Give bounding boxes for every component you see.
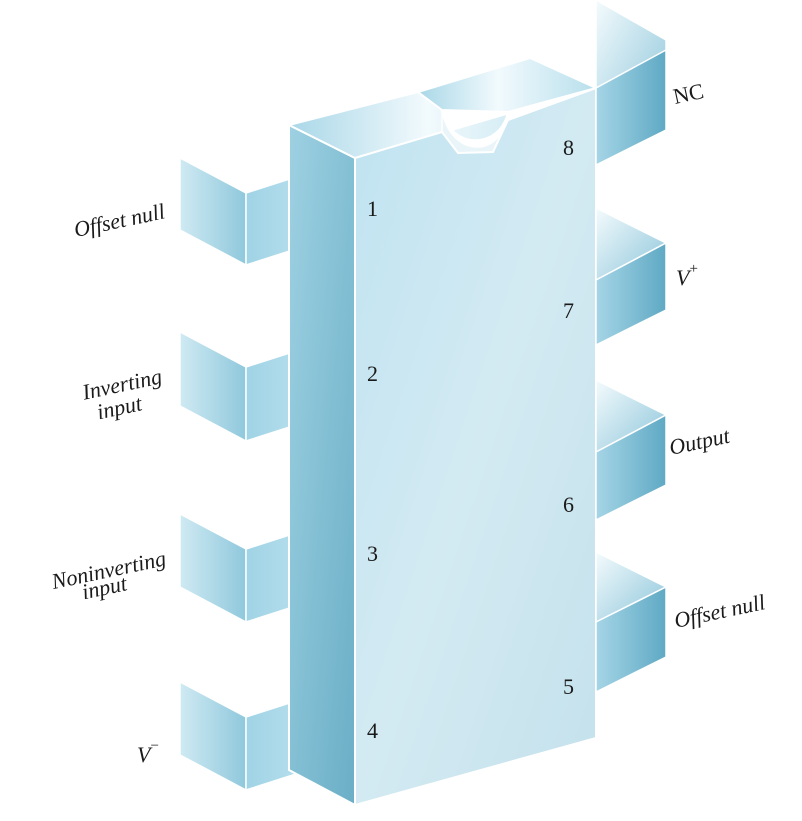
- pin-numbers: 1 2 3 4 5 6 7 8: [367, 135, 574, 743]
- pin-8-label: NC: [671, 78, 706, 109]
- pin-7-label-sup: +: [689, 261, 697, 277]
- pin-7-label-base: V: [676, 265, 692, 290]
- pin-number-8: 8: [563, 135, 574, 160]
- pin-4-label-sup: −: [150, 738, 158, 754]
- pin-7-label: V+: [676, 261, 698, 290]
- pin-6-lead: [595, 378, 668, 522]
- pin-4-label: V−: [137, 738, 159, 767]
- pin-number-7: 7: [563, 298, 574, 323]
- right-pins: [595, 0, 668, 694]
- pin-8-lead: [595, 0, 667, 167]
- pin-5-label: Offset null: [672, 589, 767, 633]
- chip-front-face: [354, 86, 597, 807]
- pin-6-label: Output: [667, 423, 733, 460]
- pin-number-1: 1: [367, 196, 378, 221]
- chip-body: [286, 56, 599, 807]
- pin-1-label: Offset null: [72, 198, 167, 242]
- chip-side-face: [288, 123, 356, 807]
- pin-number-6: 6: [563, 492, 574, 517]
- pin-number-2: 2: [367, 361, 378, 386]
- pin-number-5: 5: [563, 674, 574, 699]
- pin-7-lead: [595, 206, 668, 347]
- pin-5-lead: [595, 550, 668, 694]
- pin-number-4: 4: [367, 718, 378, 743]
- pin-4-label-base: V: [137, 742, 153, 767]
- pin-number-3: 3: [367, 541, 378, 566]
